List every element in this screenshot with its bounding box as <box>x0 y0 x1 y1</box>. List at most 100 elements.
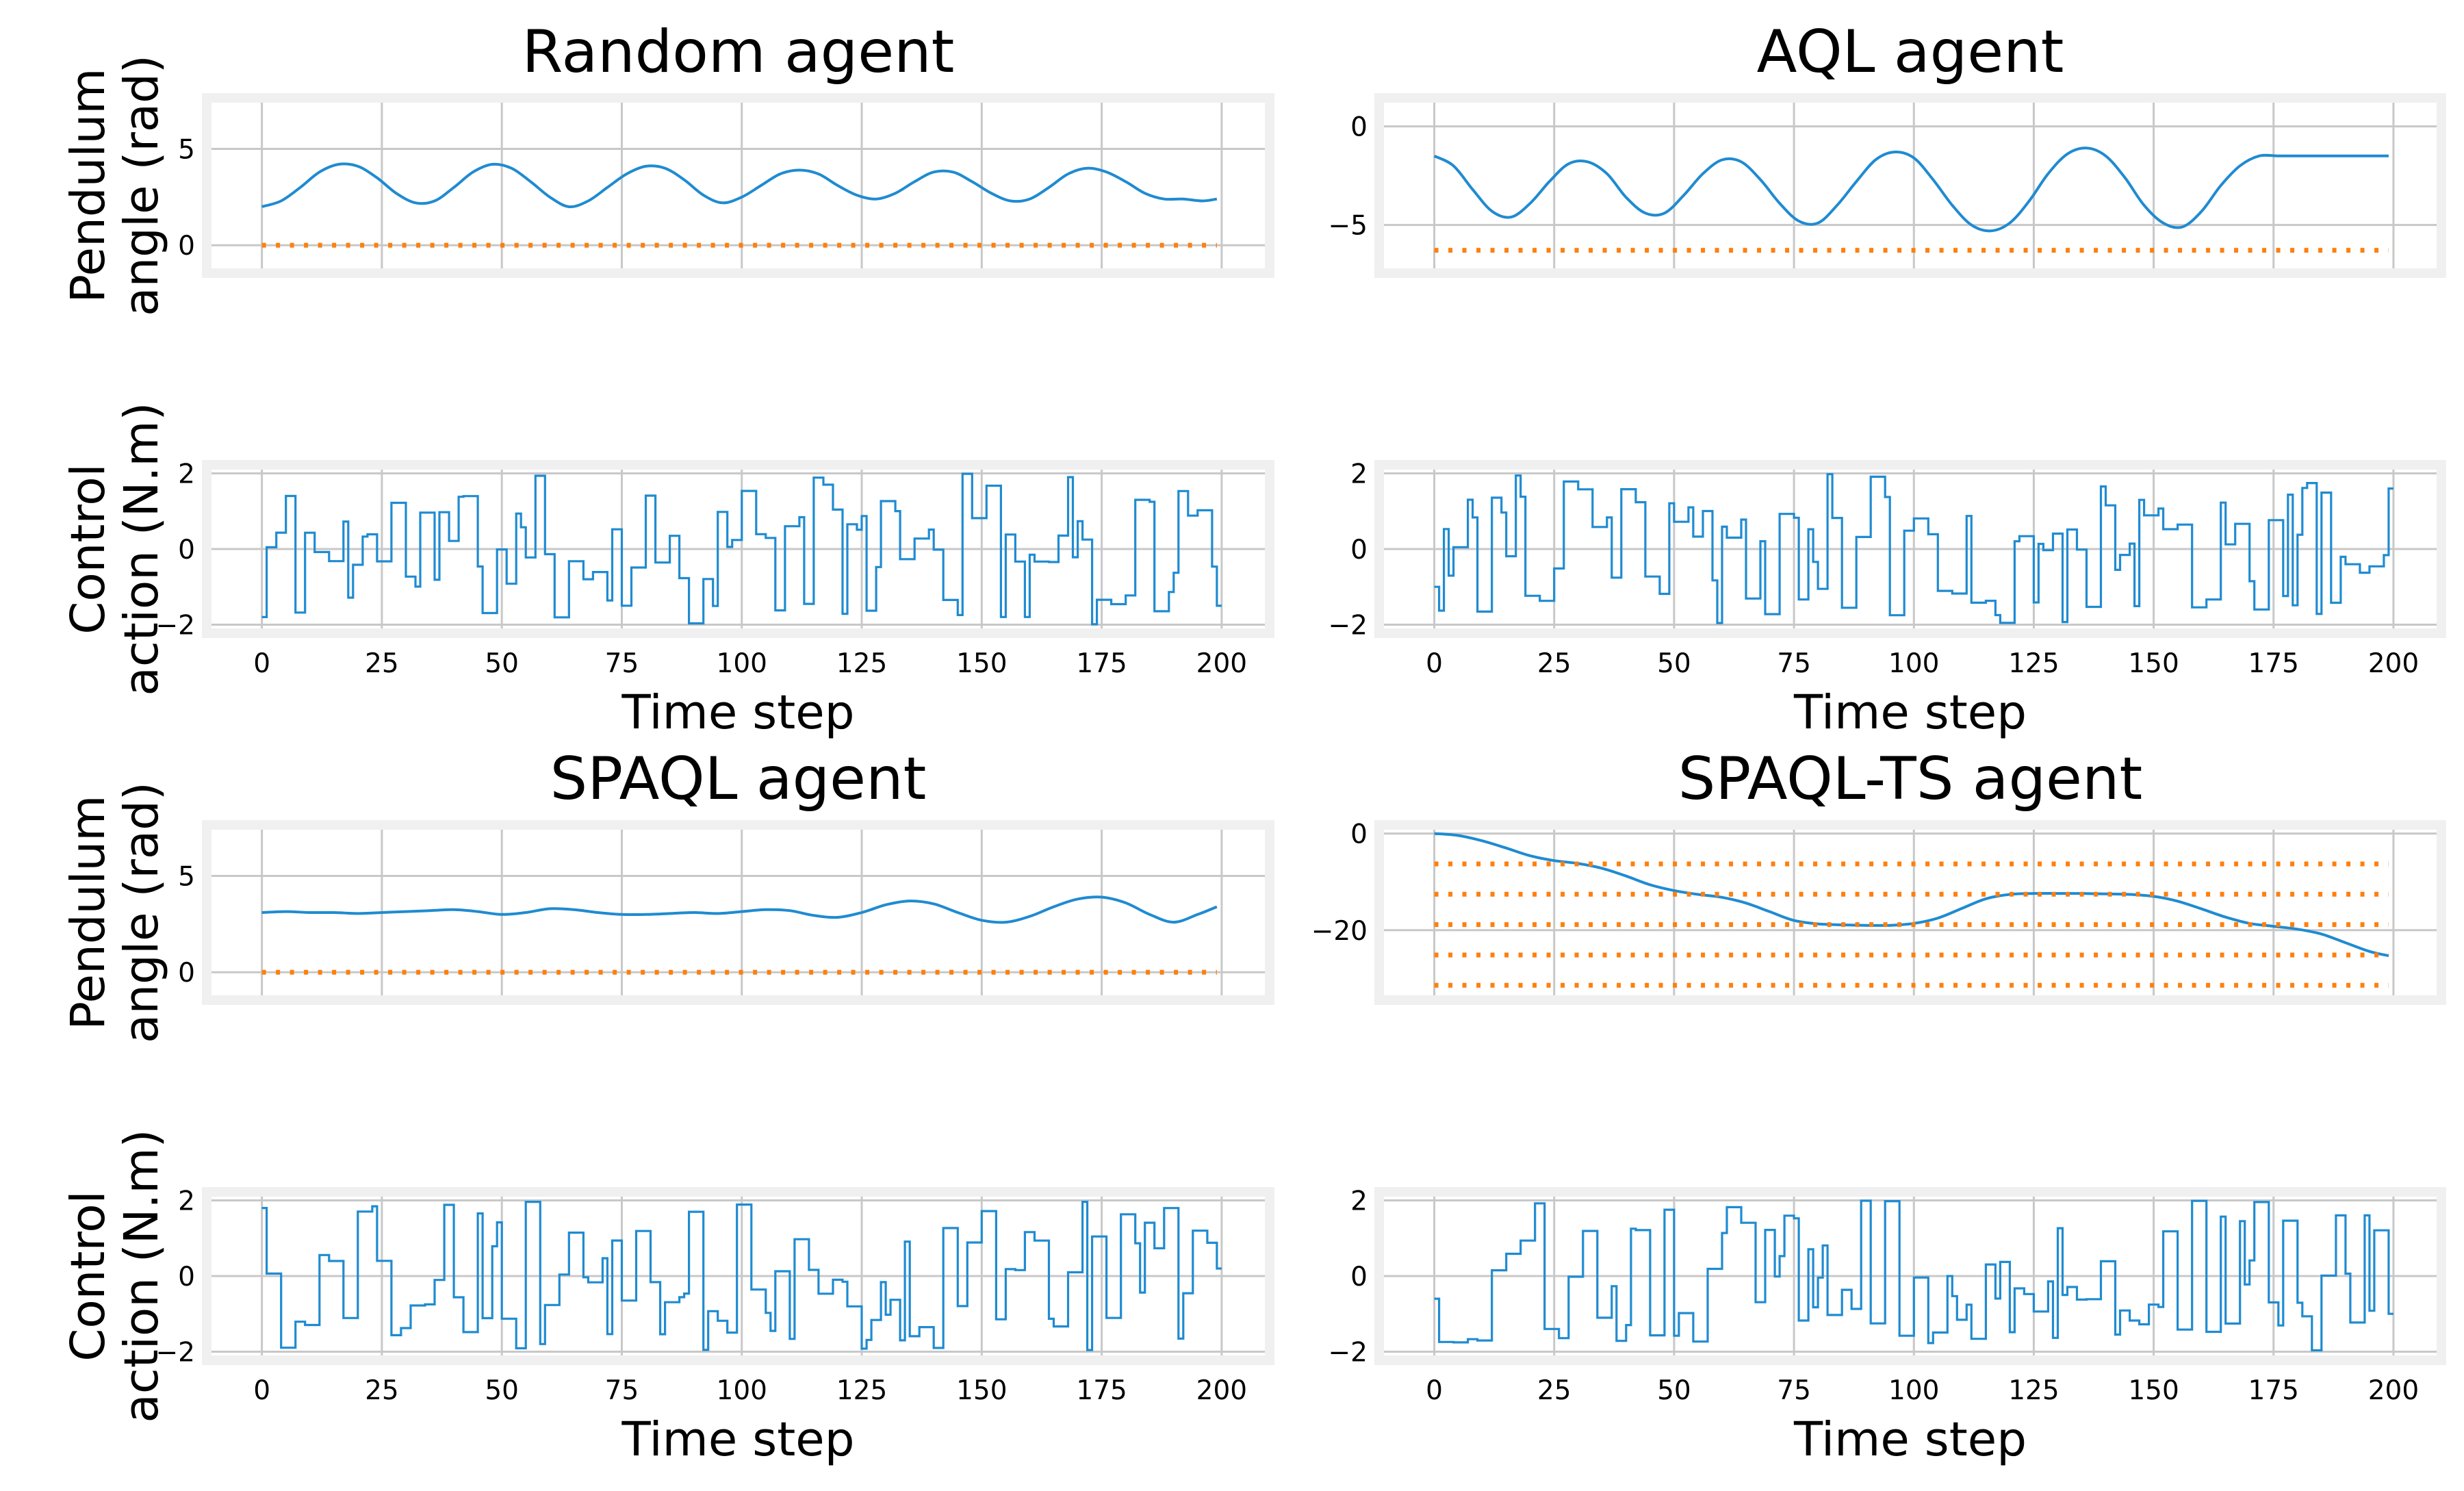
y-tick-label: 2 <box>1350 1186 1368 1217</box>
y-axis-label: angle (rad) <box>114 55 169 316</box>
y-axis-label: action (N.m) <box>114 403 169 696</box>
y-tick-label: 5 <box>178 135 195 166</box>
x-tick-label: 0 <box>1426 1375 1443 1406</box>
y-tick-label: 0 <box>178 958 195 989</box>
y-tick-label: 2 <box>1350 459 1368 490</box>
x-tick-label: 75 <box>605 1375 639 1406</box>
x-tick-label: 125 <box>2008 1375 2059 1406</box>
y-tick-label: −2 <box>156 610 196 641</box>
plot-frame <box>1374 460 2446 638</box>
y-tick-label: 0 <box>178 231 195 262</box>
x-tick-label: 50 <box>1657 648 1691 679</box>
y-tick-label: −2 <box>156 1337 196 1368</box>
plot-frame <box>202 820 1274 1005</box>
x-tick-label: 150 <box>956 1375 1007 1406</box>
y-tick-label: 5 <box>178 862 195 893</box>
x-tick-label: 75 <box>1777 648 1811 679</box>
y-tick-label: 0 <box>1350 112 1368 143</box>
y-tick-label: −2 <box>1329 610 1368 641</box>
y-axis-label: Pendulum <box>61 68 116 303</box>
x-tick-label: 25 <box>1537 648 1571 679</box>
data-layer <box>261 162 1218 248</box>
plot-area <box>1384 103 2437 268</box>
plot-area <box>1384 830 2437 995</box>
data-layer <box>1434 473 2394 624</box>
x-tick-label: 125 <box>836 1375 887 1406</box>
x-axis-label: Time step <box>621 1412 854 1467</box>
plot-frame <box>202 1187 1274 1365</box>
x-tick-label: 100 <box>717 1375 767 1406</box>
x-axis-label: Time step <box>1793 685 2027 740</box>
y-axis-label: Pendulum <box>61 795 116 1030</box>
subplot-title: AQL agent <box>1757 18 2064 86</box>
angle-line <box>1433 146 2389 233</box>
action-step-line <box>1434 473 2394 624</box>
subplot-3: −5 0 AQL agent <box>1329 18 2446 278</box>
x-tick-label: 25 <box>1537 1375 1571 1406</box>
x-tick-label: 200 <box>1196 1375 1247 1406</box>
y-tick-label: 0 <box>1350 535 1368 565</box>
subplot-title: SPAQL-TS agent <box>1678 745 2142 813</box>
plot-frame <box>202 460 1274 638</box>
data-layer <box>1433 146 2389 253</box>
data-layer <box>1434 832 2389 988</box>
x-tick-label: 0 <box>253 1375 270 1406</box>
y-tick-label: 2 <box>178 459 195 490</box>
plot-frame <box>1374 820 2446 1005</box>
plot-frame <box>1374 93 2446 278</box>
x-tick-label: 100 <box>1888 1375 1939 1406</box>
y-tick-label: −20 <box>1311 916 1368 947</box>
subplot-7: −20 0 SPAQL-TS agent <box>1311 745 2446 1005</box>
x-tick-label: 25 <box>365 1375 399 1406</box>
y-axis-label: angle (rad) <box>114 782 169 1043</box>
x-tick-label: 0 <box>253 648 270 679</box>
x-tick-label: 100 <box>1888 648 1939 679</box>
subplot-title: SPAQL agent <box>550 745 927 813</box>
x-tick-label: 150 <box>2128 1375 2179 1406</box>
y-tick-label: 0 <box>178 1262 195 1292</box>
x-tick-label: 75 <box>1777 1375 1811 1406</box>
x-tick-label: 100 <box>717 648 767 679</box>
x-axis-label: Time step <box>1793 1412 2027 1467</box>
y-axis-label: action (N.m) <box>114 1130 169 1423</box>
x-tick-label: 150 <box>956 648 1007 679</box>
y-tick-label: 2 <box>178 1186 195 1217</box>
y-tick-label: 0 <box>1350 819 1368 850</box>
plot-frame <box>1374 1187 2446 1365</box>
x-tick-label: 0 <box>1426 648 1443 679</box>
data-layer <box>1434 1199 2394 1352</box>
y-tick-label: 0 <box>1350 1262 1368 1292</box>
x-tick-label: 125 <box>836 648 887 679</box>
data-layer <box>261 1201 1222 1351</box>
x-tick-label: 125 <box>2008 648 2059 679</box>
x-tick-label: 50 <box>485 1375 519 1406</box>
y-tick-label: 0 <box>178 535 195 565</box>
y-axis-label: Control <box>61 463 116 634</box>
x-tick-label: 175 <box>2248 1375 2299 1406</box>
action-step-line <box>261 472 1222 626</box>
x-tick-label: 175 <box>2248 648 2299 679</box>
x-tick-label: 50 <box>485 648 519 679</box>
x-tick-label: 175 <box>1076 1375 1127 1406</box>
x-tick-label: 150 <box>2128 648 2179 679</box>
y-tick-label: −2 <box>1329 1337 1368 1368</box>
x-tick-label: 75 <box>605 648 639 679</box>
y-axis-label: Control <box>61 1190 116 1361</box>
x-tick-label: 25 <box>365 648 399 679</box>
y-tick-label: −5 <box>1329 211 1368 242</box>
x-tick-label: 200 <box>2368 648 2419 679</box>
angle-line <box>261 162 1218 209</box>
x-axis-label: Time step <box>621 685 854 740</box>
x-tick-label: 175 <box>1076 648 1127 679</box>
angle-line <box>261 895 1218 924</box>
x-tick-label: 200 <box>1196 648 1247 679</box>
data-layer <box>261 895 1218 975</box>
data-layer <box>261 472 1222 626</box>
